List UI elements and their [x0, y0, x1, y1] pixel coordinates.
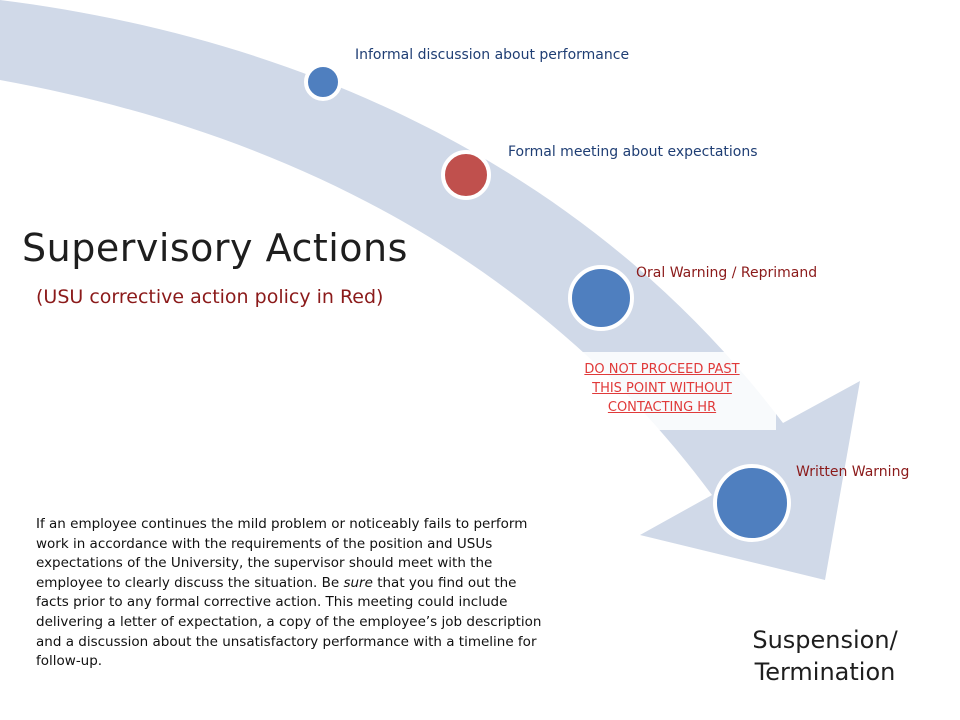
- step-label-written-warning: Written Warning: [796, 464, 910, 480]
- description-emphasis: sure: [343, 574, 373, 591]
- description-text-before: If an employee continues the mild proble…: [36, 516, 528, 591]
- final-step-line-2: Termination: [754, 658, 896, 686]
- description-paragraph: If an employee continues the mild proble…: [36, 515, 548, 672]
- final-step-label: Suspension/Termination: [730, 624, 920, 688]
- hr-warning-text: DO NOT PROCEED PAST THIS POINT WITHOUT C…: [584, 362, 740, 415]
- step-label-oral-warning: Oral Warning / Reprimand: [636, 265, 818, 281]
- page-subtitle: (USU corrective action policy in Red): [36, 286, 384, 308]
- step-circle-3: [568, 265, 634, 331]
- final-step-line-1: Suspension/: [752, 626, 898, 654]
- step-label-informal-discussion: Informal discussion about performance: [355, 47, 630, 63]
- step-circle-1: [304, 63, 342, 101]
- step-circle-2: [441, 150, 491, 200]
- page-title: Supervisory Actions: [22, 226, 408, 270]
- description-text-after: that you find out the facts prior to any…: [36, 574, 542, 670]
- step-label-formal-meeting: Formal meeting about expectations: [508, 144, 758, 160]
- step-circle-4: [713, 464, 791, 542]
- hr-warning-box: [572, 352, 776, 430]
